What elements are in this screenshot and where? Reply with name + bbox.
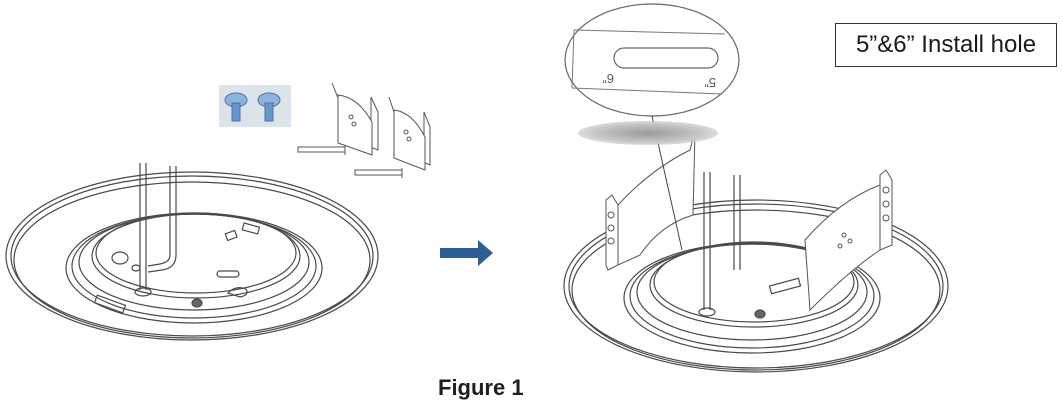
fixture-before xyxy=(5,163,379,341)
label-six-inch: 6” xyxy=(602,71,614,86)
attached-bracket-right xyxy=(804,169,893,312)
attached-bracket-left xyxy=(605,129,696,271)
mounting-bracket-1 xyxy=(297,82,379,156)
screws-panel xyxy=(219,85,291,127)
install-hole-label: 5”&6” Install hole xyxy=(855,31,1037,58)
label-five-inch: 5” xyxy=(704,75,716,90)
magnifier-shadow xyxy=(578,121,718,145)
figure-caption: Figure 1 xyxy=(438,375,524,400)
screw-icon xyxy=(224,92,281,122)
install-hole-callout: 5”&6” Install hole xyxy=(835,23,1057,67)
arrow-right-icon xyxy=(440,240,493,266)
fixture-after xyxy=(563,172,949,373)
mounting-bracket-2 xyxy=(354,96,431,178)
install-slot xyxy=(613,47,719,69)
magnifier-detail: 6” 5” xyxy=(564,3,740,251)
